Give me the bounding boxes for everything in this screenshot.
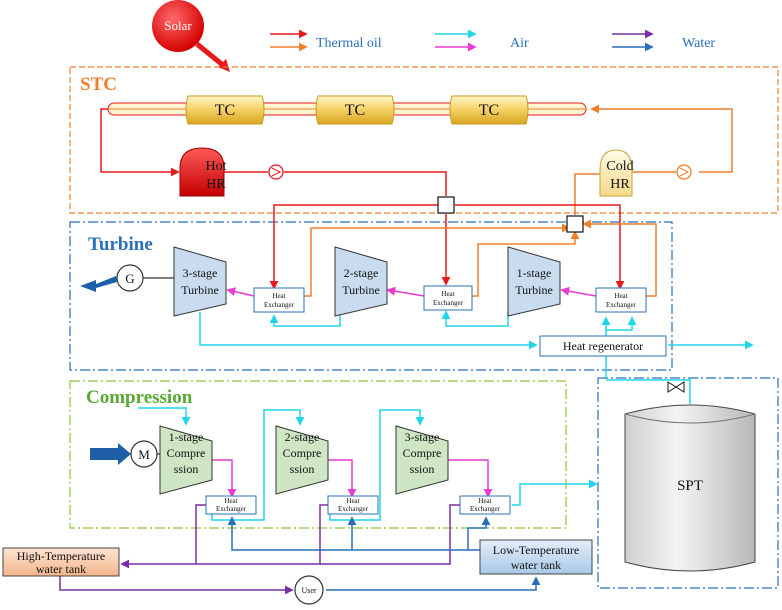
solar-ray-arrow — [195, 42, 226, 68]
turbine-heat-exchanger-1: Heat Exchanger — [253, 287, 305, 313]
trough-collectors: TC TC TC — [185, 95, 529, 125]
stc-section-title: STC — [80, 74, 117, 95]
compressor-label-line2: Compre — [403, 446, 442, 460]
legend: Thermal oil Air Water — [270, 29, 715, 52]
compressor-3-stage: 3-stage Compre ssion — [395, 425, 449, 495]
hx-label-line1: Heat — [478, 497, 491, 505]
compression-section-title: Compression — [86, 387, 193, 408]
collector-label: TC — [345, 102, 365, 119]
compression-heat-exchanger-3: Heat Exchanger — [459, 495, 511, 515]
high-temp-tank-line1: High-Temperature — [17, 549, 105, 563]
water-network — [59, 504, 541, 595]
turbine-3-stage: 3-stage Turbine — [173, 246, 227, 317]
compression-section-border — [69, 380, 567, 529]
high-temperature-water-tank: High-Temperature water tank — [2, 547, 120, 577]
low-temp-tank-line1: Low-Temperature — [493, 543, 579, 557]
heat-regenerator: Heat regenerator — [539, 335, 667, 357]
collector-label: TC — [215, 102, 235, 119]
turbine-heat-exchanger-3: Heat Exchanger — [595, 287, 647, 313]
generator-icon — [116, 264, 144, 292]
power-output-arrow — [80, 276, 117, 292]
turbine-2-stage: 2-stage Turbine — [334, 246, 388, 317]
turbine-label-line2: Turbine — [515, 283, 553, 297]
compressor-label-line2: Compre — [283, 446, 322, 460]
compression-air-flow — [138, 407, 598, 521]
hx-label-line2: Exchanger — [433, 299, 464, 307]
hx-label-line2: Exchanger — [264, 301, 295, 309]
turbine-1-stage: 1-stage Turbine — [507, 246, 561, 317]
generator: G — [80, 264, 174, 292]
high-temp-tank-line2: water tank — [36, 562, 86, 576]
solar-source: Solar — [152, 0, 230, 72]
hot-hr-line2: HR — [206, 177, 226, 192]
turbine-label-line2: Turbine — [181, 283, 219, 297]
hot-heat-reservoir: Hot HR — [179, 147, 227, 197]
hx-label-line1: Heat — [224, 497, 237, 505]
hx-label-line1: Heat — [441, 290, 454, 298]
hx-label-line1: Heat — [272, 292, 285, 300]
cold-hr-line1: Cold — [606, 159, 633, 174]
compressor-label-line1: 2-stage — [285, 430, 320, 444]
compressor-label-line1: 3-stage — [405, 430, 440, 444]
heat-regenerator-label: Heat regenerator — [563, 339, 643, 353]
trough-collector-3: TC — [449, 95, 529, 125]
user-icon — [294, 575, 324, 605]
turbine-label-line1: 1-stage — [517, 266, 552, 280]
motor-label: M — [138, 447, 150, 462]
generator-label: G — [125, 271, 134, 286]
sun-icon — [152, 0, 204, 52]
hot-oil-pump — [268, 164, 284, 180]
compressor-2-stage: 2-stage Compre ssion — [275, 425, 329, 495]
compressor-label-line1: 1-stage — [169, 430, 204, 444]
compression-heat-exchanger-2: Heat Exchanger — [327, 495, 379, 515]
trough-collector-1: TC — [185, 95, 265, 125]
compressor-label-line3: ssion — [174, 462, 199, 476]
turbine-label-line1: 2-stage — [344, 266, 379, 280]
hx-label-line2: Exchanger — [470, 505, 501, 513]
hx-label-line2: Exchanger — [216, 505, 247, 513]
cold-hr-line2: HR — [610, 177, 630, 192]
cold-heat-reservoir: Cold HR — [599, 149, 634, 197]
compressor-label-line3: ssion — [410, 462, 435, 476]
legend-thermal-oil: Thermal oil — [316, 36, 382, 51]
turbine-heat-exchanger-2: Heat Exchanger — [423, 285, 473, 311]
compressor-label-line2: Compre — [167, 446, 206, 460]
storage-pressure-tank: SPT — [606, 378, 756, 572]
legend-air: Air — [510, 36, 529, 51]
turbine-section-border — [69, 221, 673, 371]
user-consumer: User — [294, 575, 324, 605]
compressor-1-stage: 1-stage Compre ssion — [159, 425, 213, 495]
spt-section-border — [597, 377, 779, 589]
compression-heat-exchanger-1: Heat Exchanger — [205, 495, 257, 515]
trough-collector-2: TC — [315, 95, 395, 125]
turbine-label-line1: 3-stage — [183, 266, 218, 280]
hx-label-line1: Heat — [614, 292, 627, 300]
cold-oil-pump — [676, 164, 692, 180]
hx-label-line2: Exchanger — [606, 301, 637, 309]
hx-label-line2: Exchanger — [338, 505, 369, 513]
turbine-air-flow — [199, 286, 754, 378]
stc-section-border — [69, 66, 779, 214]
valve-icon — [667, 381, 685, 393]
solar-label: Solar — [164, 18, 192, 33]
spt-label: SPT — [677, 478, 703, 494]
hot-hr-line1: Hot — [206, 159, 227, 174]
user-label: User — [301, 586, 316, 595]
collector-label: TC — [479, 102, 499, 119]
turbine-section-title: Turbine — [88, 234, 153, 255]
motor: M — [90, 440, 160, 468]
motor-input-arrow — [90, 443, 131, 465]
low-temperature-water-tank: Low-Temperature water tank — [479, 539, 593, 575]
compressor-label-line3: ssion — [290, 462, 315, 476]
low-temp-tank-line2: water tank — [511, 558, 561, 572]
oil-splitter-valve — [437, 196, 455, 214]
turbine-label-line2: Turbine — [342, 283, 380, 297]
legend-water: Water — [682, 36, 715, 51]
oil-mixer-valve — [566, 215, 584, 233]
turbine-oil-distribution — [269, 196, 657, 297]
hx-label-line1: Heat — [346, 497, 359, 505]
